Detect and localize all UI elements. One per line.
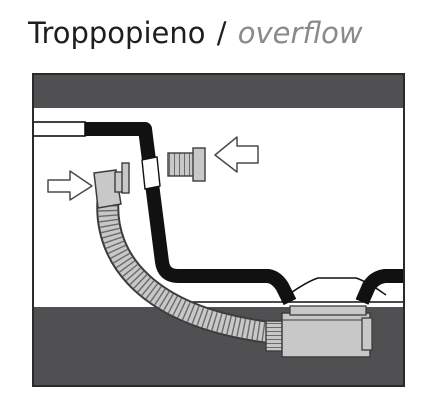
- overflow-plug: [167, 147, 206, 182]
- title-subtitle: overflow: [237, 16, 363, 50]
- bathtub-wall: [33, 121, 404, 306]
- drain-trap: [265, 305, 373, 358]
- elbow-fitting: [93, 162, 130, 209]
- title-separator: /: [216, 16, 227, 50]
- diagram-frame: [32, 73, 405, 387]
- insert-arrow-left-icon: [214, 136, 259, 173]
- diagram-title: Troppopieno / overflow: [28, 10, 363, 56]
- upper-wall: [33, 74, 404, 108]
- title-main: Troppopieno: [28, 16, 206, 50]
- insert-arrow-right-icon: [47, 170, 93, 201]
